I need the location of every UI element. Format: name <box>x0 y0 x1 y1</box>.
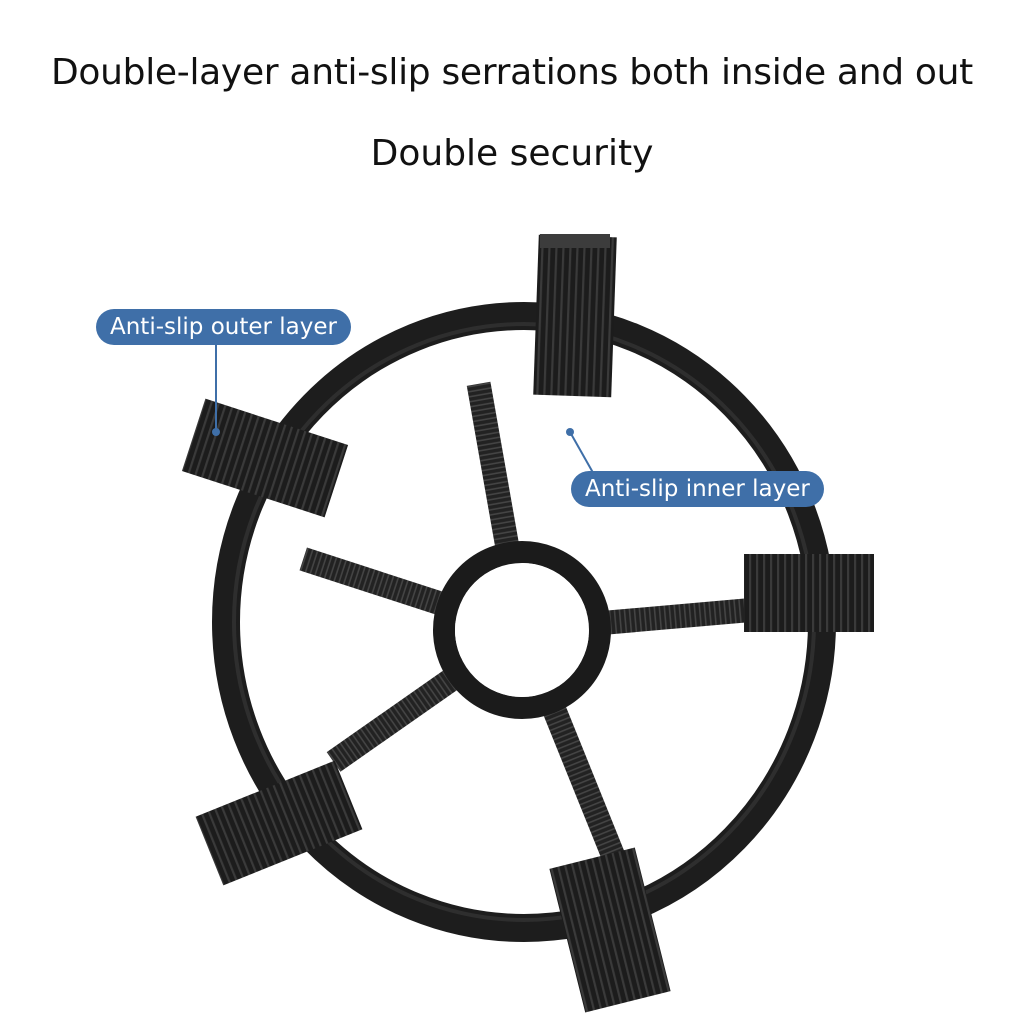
pad-right <box>744 554 874 632</box>
center-hub <box>433 541 611 719</box>
callout-inner-layer: Anti-slip inner layer <box>571 471 824 507</box>
pad-left <box>181 398 349 518</box>
inner-pointer-line <box>569 431 597 479</box>
inner-pointer-dot <box>566 428 574 436</box>
headline-line-2: Double security <box>370 133 654 174</box>
outer-pointer-dot <box>212 428 220 436</box>
pad-bottom-left <box>195 760 363 886</box>
pad-bottom <box>549 847 671 1013</box>
pad-top <box>533 234 617 398</box>
headline-line-1: Double-layer anti-slip serrations both i… <box>51 52 973 93</box>
callout-outer-layer: Anti-slip outer layer <box>96 309 351 345</box>
